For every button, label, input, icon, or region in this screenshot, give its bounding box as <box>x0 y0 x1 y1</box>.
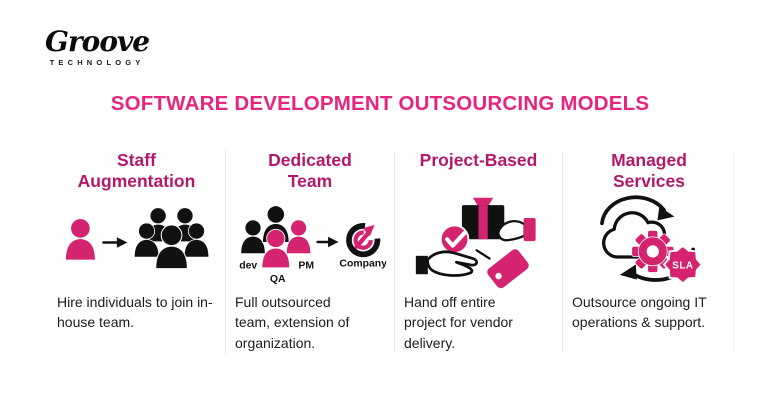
team-to-company-icon: dev QA PM Company <box>239 205 386 285</box>
dev-label: dev <box>239 261 257 272</box>
dedicated-team-icon: dev QA PM Company <box>234 196 386 288</box>
column-project-based: Project-Based <box>395 146 562 353</box>
check-circle-icon <box>439 224 470 254</box>
column-heading: Staff Augmentation <box>77 150 196 191</box>
project-based-icon <box>414 196 543 289</box>
company-target-icon <box>346 223 381 258</box>
qa-label: QA <box>270 274 286 285</box>
outsourced-team-icon <box>240 205 312 269</box>
sla-label: SLA <box>672 260 693 271</box>
column-description: Full outsourced team, extension of organ… <box>235 294 350 351</box>
team-group-icon <box>133 206 209 269</box>
column-divider <box>562 150 563 354</box>
column-divider <box>225 150 226 354</box>
groove-logo: Groove TECHNOLOGY <box>45 25 150 68</box>
column-description: Outsource ongoing IT operations & suppor… <box>572 294 707 331</box>
logo-subtext: TECHNOLOGY <box>49 58 145 67</box>
project-handoff-icon <box>415 197 536 289</box>
column-description: Hire individuals to join in-house team. <box>57 294 213 331</box>
person-joins-team-icon <box>65 206 209 269</box>
tag-string-icon <box>475 249 491 260</box>
column-heading: Managed Services <box>611 150 687 191</box>
arrow-right-icon <box>101 236 127 248</box>
logo-wordmark: Groove <box>45 25 150 58</box>
managed-services-icon: SLA <box>583 195 715 288</box>
price-tag-icon <box>487 249 529 289</box>
column-dedicated-team: Dedicated Team dev QA PM <box>226 146 394 353</box>
open-hand-icon <box>415 250 478 277</box>
staff-augmentation-icon <box>59 196 215 288</box>
package-box-icon <box>461 197 505 240</box>
page-title: SOFTWARE DEVELOPMENT OUTSOURCING MODELS <box>110 92 650 115</box>
column-divider <box>733 150 734 354</box>
column-heading: Dedicated Team <box>268 150 352 191</box>
sla-badge: SLA <box>662 244 703 285</box>
column-staff-augmentation: Staff Augmentation <box>48 146 225 333</box>
column-heading: Project-Based <box>419 150 538 170</box>
pm-label: PM <box>298 261 314 272</box>
single-person-icon <box>65 218 95 260</box>
gear-icon <box>631 229 675 273</box>
managed-cloud-sla-icon: SLA <box>600 195 703 285</box>
column-description: Hand off entire project for vendor deliv… <box>404 294 513 351</box>
arrow-right-icon <box>316 236 339 248</box>
column-divider <box>394 150 395 354</box>
column-managed-services: Managed Services <box>563 146 735 333</box>
receiving-hand-icon <box>497 218 536 242</box>
company-label: Company <box>339 259 386 270</box>
